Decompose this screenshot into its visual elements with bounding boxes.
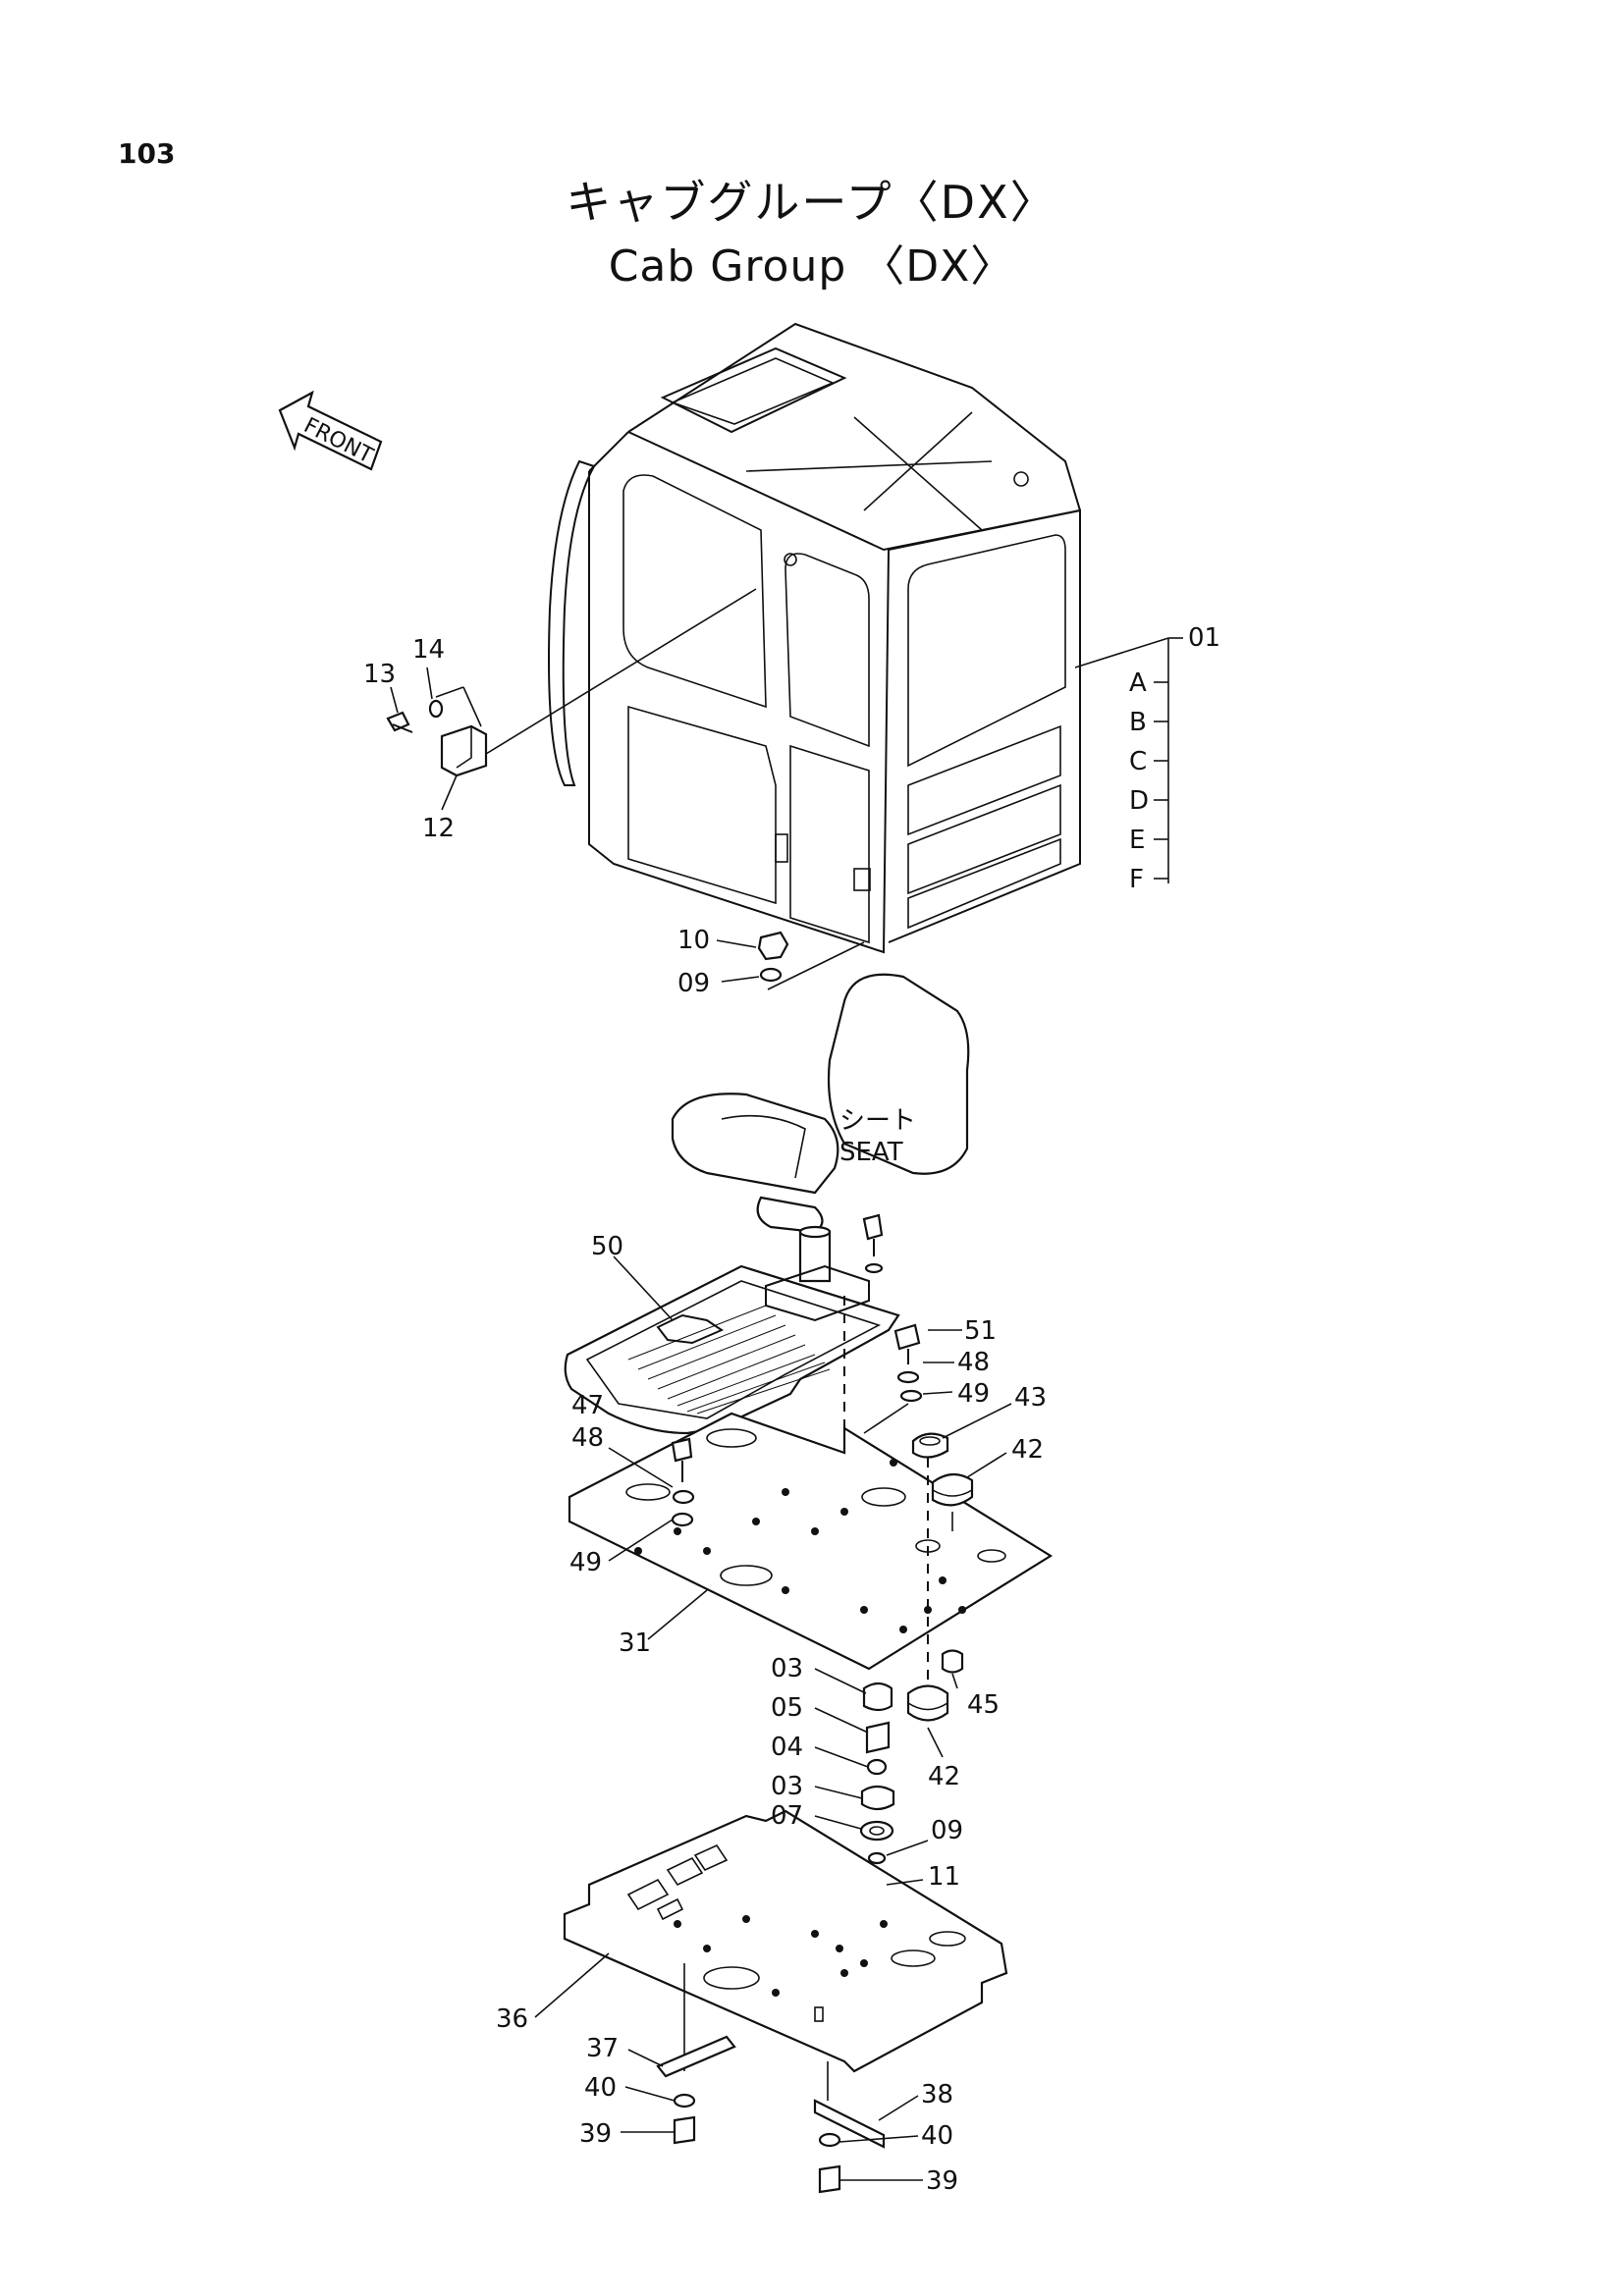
callout-09-top: 09 — [677, 969, 710, 998]
callout-C: C — [1129, 747, 1147, 776]
page-number: 103 — [118, 137, 176, 170]
title-english: Cab Group 〈DX〉 — [608, 241, 1015, 292]
bracket-left — [656, 1963, 736, 2145]
callout-E: E — [1129, 826, 1145, 855]
callout-14: 14 — [412, 635, 445, 665]
door-latch-assembly — [386, 588, 757, 777]
callout-37: 37 — [586, 2034, 619, 2063]
callout-39-right: 39 — [926, 2166, 958, 2196]
callout-43: 43 — [1014, 1383, 1047, 1413]
callout-40-right: 40 — [921, 2121, 953, 2151]
cab-mount-nut — [757, 931, 865, 990]
callout-48-right: 48 — [957, 1348, 990, 1377]
front-arrow-icon: FRONT — [278, 390, 383, 471]
callout-05: 05 — [771, 1693, 803, 1723]
callout-50: 50 — [591, 1232, 623, 1261]
callout-12: 12 — [422, 814, 455, 843]
lower-rubber-mount — [906, 1649, 964, 1722]
callout-07: 07 — [771, 1801, 803, 1831]
callout-42-top: 42 — [1011, 1435, 1044, 1465]
callout-04: 04 — [771, 1733, 803, 1762]
callout-38: 38 — [921, 2080, 953, 2109]
callout-03-bottom: 03 — [771, 1772, 803, 1801]
base-plate — [563, 1809, 1008, 2073]
callout-40-left: 40 — [584, 2073, 617, 2103]
callout-01: 01 — [1188, 623, 1220, 653]
callout-10: 10 — [677, 926, 710, 955]
seat-label-en: SEAT — [839, 1138, 903, 1167]
plate-bolt-left — [671, 1437, 695, 1527]
callout-49-left: 49 — [569, 1548, 602, 1577]
callout-F: F — [1129, 865, 1144, 894]
callout-39-left: 39 — [579, 2119, 612, 2149]
seat-label-jp: シート — [839, 1106, 916, 1136]
callout-51: 51 — [964, 1316, 997, 1346]
callout-09-bottom: 09 — [931, 1816, 963, 1845]
operator-seat: シート SEAT — [671, 973, 970, 1283]
callout-03-top: 03 — [771, 1654, 803, 1683]
callout-13: 13 — [363, 660, 396, 689]
title-japanese: キャブグループ〈DX〉 — [566, 176, 1057, 229]
callout-42-bottom: 42 — [928, 1762, 960, 1791]
cab-mount-rubber — [911, 1432, 974, 1688]
cab-body — [548, 322, 1081, 954]
callout-45: 45 — [967, 1690, 1000, 1720]
callout-labels: 01 A B C D E F 13 14 12 10 09 50 51 48 4… — [363, 623, 1220, 2196]
bracket-right — [813, 2061, 886, 2194]
callout-47: 47 — [571, 1391, 604, 1420]
callout-49-right: 49 — [957, 1379, 990, 1409]
plate-bolt-right — [863, 1323, 923, 1434]
callout-B: B — [1129, 708, 1147, 737]
callout-31: 31 — [619, 1629, 651, 1658]
callout-11: 11 — [928, 1862, 960, 1892]
leader-lines — [390, 637, 1183, 2181]
callout-A: A — [1129, 668, 1147, 698]
callout-48-left: 48 — [571, 1423, 604, 1453]
callout-36: 36 — [496, 2004, 528, 2034]
callout-D: D — [1129, 786, 1149, 816]
